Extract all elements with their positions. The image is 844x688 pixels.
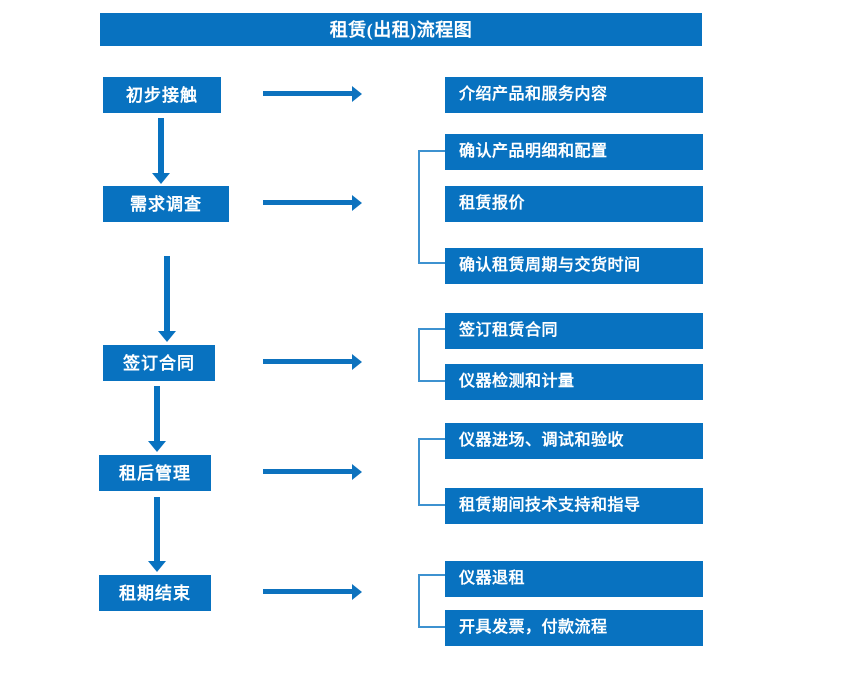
group-bracket-demand-survey: [418, 150, 445, 264]
task-box-instrument-inspection[interactable]: 仪器检测和计量: [445, 364, 703, 400]
horizontal-arrow-3: [263, 354, 362, 370]
stage-box-rental-end[interactable]: 租期结束: [99, 575, 211, 611]
group-bracket-post-rental-management: [418, 438, 445, 506]
group-bracket-rental-end: [418, 574, 445, 628]
task-box-invoice-payment[interactable]: 开具发票，付款流程: [445, 610, 703, 646]
task-box-technical-support[interactable]: 租赁期间技术支持和指导: [445, 488, 703, 524]
horizontal-arrow-1: [263, 86, 362, 102]
vertical-arrow-4: [148, 497, 166, 572]
task-box-confirm-product-details[interactable]: 确认产品明细和配置: [445, 134, 703, 170]
group-bracket-sign-contract: [418, 328, 445, 382]
vertical-arrow-3: [148, 386, 166, 452]
task-box-sign-rental-contract[interactable]: 签订租赁合同: [445, 313, 703, 349]
page-title: 租赁(出租)流程图: [100, 13, 702, 46]
vertical-arrow-2: [158, 256, 176, 342]
horizontal-arrow-4: [263, 464, 362, 480]
horizontal-arrow-5: [263, 584, 362, 600]
task-box-instrument-installation[interactable]: 仪器进场、调试和验收: [445, 423, 703, 459]
task-box-instrument-return[interactable]: 仪器退租: [445, 561, 703, 597]
task-box-rental-quotation[interactable]: 租赁报价: [445, 186, 703, 222]
vertical-arrow-1: [152, 118, 170, 184]
horizontal-arrow-2: [263, 195, 362, 211]
stage-box-post-rental-management[interactable]: 租后管理: [99, 455, 211, 491]
stage-box-demand-survey[interactable]: 需求调查: [103, 186, 229, 222]
stage-box-sign-contract[interactable]: 签订合同: [103, 345, 215, 381]
task-box-confirm-rental-period[interactable]: 确认租赁周期与交货时间: [445, 248, 703, 284]
stage-box-initial-contact[interactable]: 初步接触: [103, 77, 221, 113]
task-box-introduce-products[interactable]: 介绍产品和服务内容: [445, 77, 703, 113]
